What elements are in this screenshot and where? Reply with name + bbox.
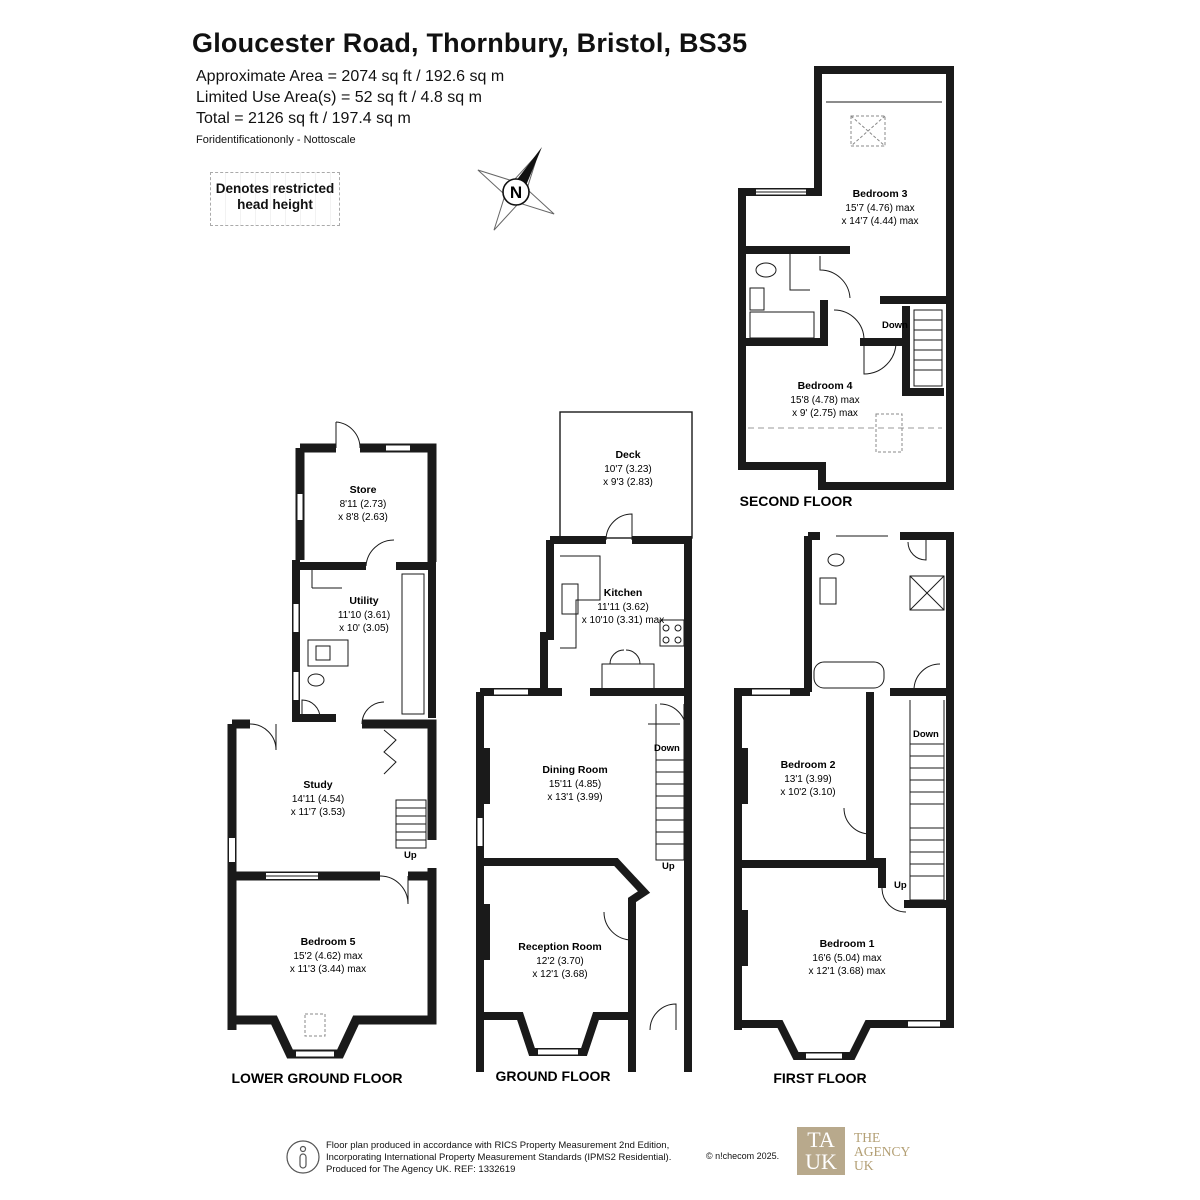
scale-note: Foridentificationonly - Nottoscale (196, 134, 356, 146)
limited-use-area: Limited Use Area(s) = 52 sq ft / 4.8 sq … (196, 89, 482, 106)
room-labels: Store 8'11 (2.73) x 8'8 (2.63) Utility 1… (290, 188, 919, 980)
approximate-area: Approximate Area = 2074 sq ft / 192.6 sq… (196, 68, 505, 85)
study-name: Study (303, 779, 332, 791)
utility-dim1: 11'10 (3.61) (338, 610, 390, 621)
reception-dim2: x 12'1 (3.68) (532, 969, 587, 980)
bedroom3-name: Bedroom 3 (853, 188, 908, 200)
bedroom5-dim2: x 11'3 (3.44) max (290, 964, 366, 975)
utility-name: Utility (349, 595, 378, 607)
logo-line-2: AGENCY (854, 1144, 911, 1159)
logo-line-3: UK (854, 1158, 874, 1173)
ground-down-label: Down (654, 743, 680, 754)
stair-labels: Up Down Up Down Up Down (404, 320, 939, 891)
ground-floor (476, 411, 693, 1072)
logo-mark-bottom: UK (805, 1149, 837, 1174)
bedroom2-name: Bedroom 2 (781, 759, 836, 771)
compass-icon: N (477, 146, 555, 231)
store-name: Store (350, 484, 377, 496)
legend-line-1: Denotes restricted (215, 181, 335, 196)
store-dim1: 8'11 (2.73) (340, 499, 387, 510)
agency-logo-mark: TA UK (797, 1127, 845, 1175)
bedroom2-dim2: x 10'2 (3.10) (780, 787, 835, 798)
bedroom4-dim1: 15'8 (4.78) max (790, 395, 859, 406)
bedroom5-dim1: 15'2 (4.62) max (293, 951, 362, 962)
ground-up-label: Up (662, 861, 675, 872)
deck-name: Deck (615, 449, 640, 461)
logo-mark-top: TA (807, 1127, 835, 1152)
second-floor (738, 66, 954, 490)
study-dim1: 14'11 (4.54) (292, 794, 344, 805)
second-floor-label: SECOND FLOOR (740, 493, 853, 509)
kitchen-name: Kitchen (604, 587, 643, 599)
bedroom3-dim2: x 14'7 (4.44) max (842, 216, 919, 227)
first-up-label: Up (894, 880, 907, 891)
first-floor (734, 532, 954, 1060)
kitchen-dim1: 11'11 (3.62) (597, 602, 649, 613)
kitchen-dim2: x 10'10 (3.31) max (582, 615, 665, 626)
bedroom3-dim1: 15'7 (4.76) max (845, 203, 914, 214)
second-down-label: Down (882, 320, 908, 331)
floor-labels: LOWER GROUND FLOOR GROUND FLOOR FIRST FL… (231, 493, 866, 1086)
bedroom2-dim1: 13'1 (3.99) (784, 774, 832, 785)
lower-ground-up-label: Up (404, 850, 417, 861)
bedroom1-name: Bedroom 1 (820, 938, 875, 950)
deck-dim1: 10'7 (3.23) (604, 464, 652, 475)
dining-dim1: 15'11 (4.85) (549, 779, 601, 790)
dining-dim2: x 13'1 (3.99) (547, 792, 602, 803)
footer-disclaimer: Floor plan produced in accordance with R… (326, 1140, 671, 1176)
dining-name: Dining Room (542, 764, 607, 776)
legend-line-2: head height (237, 197, 313, 212)
bedroom5-name: Bedroom 5 (301, 936, 356, 948)
footer-line-3: Produced for The Agency UK. REF: 1332619 (326, 1164, 516, 1175)
restricted-height-legend: Denotes restricted head height (210, 172, 340, 226)
store-dim2: x 8'8 (2.63) (338, 512, 388, 523)
footer-line-2: Incorporating International Property Mea… (326, 1152, 672, 1163)
bedroom1-dim1: 16'6 (5.04) max (812, 953, 881, 964)
compass-label: N (510, 183, 522, 202)
deck-dim2: x 9'3 (2.83) (603, 477, 653, 488)
copyright-text: © n!checom 2025. (706, 1151, 780, 1161)
reception-name: Reception Room (518, 941, 601, 953)
bedroom1-dim2: x 12'1 (3.68) max (809, 966, 886, 977)
first-floor-label: FIRST FLOOR (773, 1070, 866, 1086)
footer-line-1: Floor plan produced in accordance with R… (326, 1140, 670, 1151)
study-dim2: x 11'7 (3.53) (291, 807, 346, 818)
bedroom4-dim2: x 9' (2.75) max (792, 408, 858, 419)
reception-dim1: 12'2 (3.70) (536, 956, 584, 967)
bedroom4-name: Bedroom 4 (798, 380, 853, 392)
info-person-icon (286, 1140, 320, 1174)
lower-ground-floor-label: LOWER GROUND FLOOR (231, 1070, 402, 1086)
first-down-label: Down (913, 729, 939, 740)
ground-floor-label: GROUND FLOOR (495, 1068, 610, 1084)
page-title: Gloucester Road, Thornbury, Bristol, BS3… (192, 28, 748, 58)
agency-logo-text: THE AGENCY UK (854, 1131, 910, 1173)
logo-line-1: THE (854, 1130, 881, 1145)
total-area: Total = 2126 sq ft / 197.4 sq m (196, 110, 411, 127)
lower-ground-floor (227, 421, 437, 1059)
utility-dim2: x 10' (3.05) (339, 623, 389, 634)
